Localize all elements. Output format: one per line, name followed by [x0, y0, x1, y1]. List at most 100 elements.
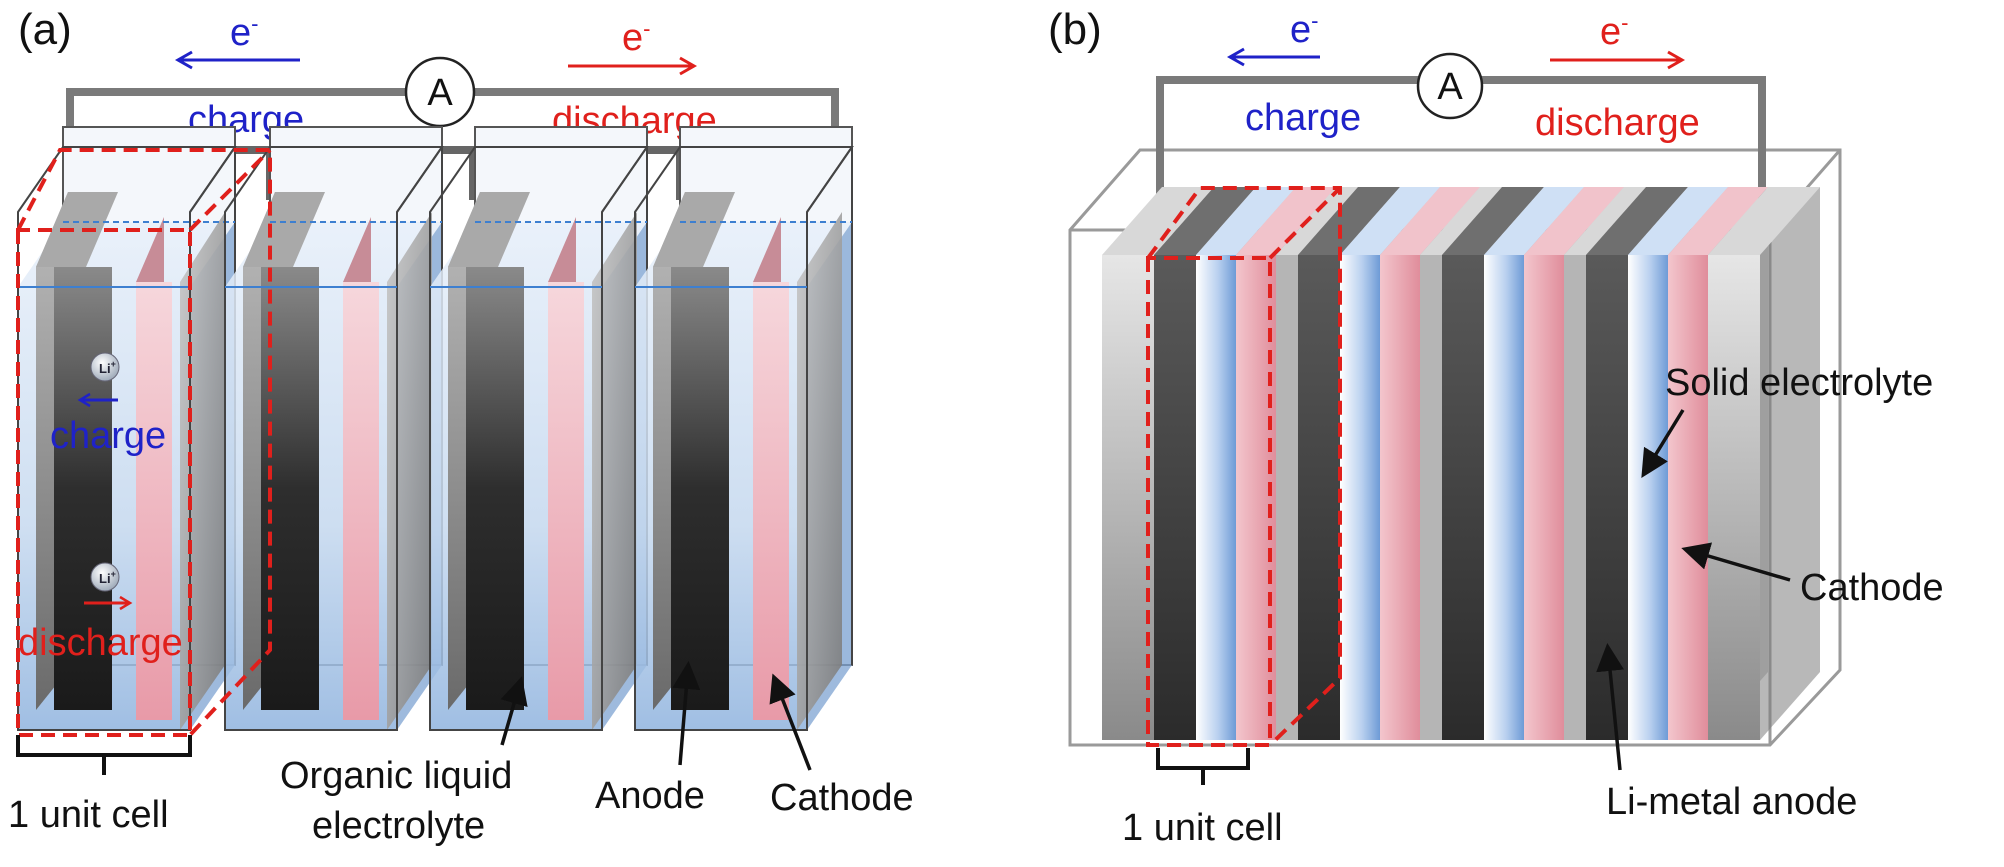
li-metal-anode-layer-front [1586, 255, 1628, 740]
anode-top [653, 192, 735, 267]
ammeter-label: A [427, 72, 453, 114]
solid-electrolyte-layer-top [1484, 187, 1584, 255]
ion-discharge-label: discharge [18, 622, 183, 664]
current-collector-layer-top [1564, 187, 1646, 255]
current-collector-layer-top [1420, 187, 1502, 255]
end-plate-front [1102, 255, 1154, 740]
li-metal-anode-label: Li-metal anode [1606, 781, 1857, 823]
solid-electrolyte-layer-front [1484, 255, 1524, 740]
anode-plate [54, 267, 112, 710]
charge-label: charge [1245, 97, 1361, 139]
arrowhead-icon [1226, 47, 1245, 67]
cathode-plate [753, 282, 789, 720]
anode-label: Anode [595, 775, 705, 817]
li-metal-anode-layer-front [1154, 255, 1196, 740]
anode-top [448, 192, 530, 267]
electrochemical-cell [634, 126, 854, 731]
solid-electrolyte-pointer [1641, 409, 1685, 478]
current-collector [797, 212, 842, 730]
current-collector-layer-front [1564, 255, 1586, 740]
current-collector [387, 212, 432, 730]
current-collector [180, 212, 225, 730]
electrolyte-label-line2: electrolyte [312, 805, 485, 847]
solid-electrolyte-layer-top [1628, 187, 1728, 255]
li-ion-label: Li+ [99, 569, 116, 586]
cell-glass-edge [396, 146, 443, 213]
electron-discharge-label: e- [622, 16, 650, 59]
unit-cell-label: 1 unit cell [1122, 807, 1283, 849]
external-wire [1156, 76, 1766, 205]
cathode-label-b: Cathode [1800, 567, 1944, 609]
electrochemical-cell [224, 126, 444, 731]
current-collector [592, 212, 637, 730]
panel-b-label: (b) [1048, 5, 1102, 54]
end-plate-top [1708, 187, 1820, 255]
end-plate-front [1708, 255, 1760, 740]
cathode-plate [548, 282, 584, 720]
cathode-layer-top [1668, 187, 1768, 255]
cell-glass-edge [189, 146, 236, 213]
panel-b: (b) A e- e- charge discharge 1 unit cell… [1048, 5, 1944, 849]
end-plate-side [1760, 187, 1820, 740]
li-metal-anode-layer-top [1154, 187, 1256, 255]
cathode-layer-front [1380, 255, 1420, 740]
current-collector-layer-front [1276, 255, 1298, 740]
unit-cell-bracket [16, 735, 192, 775]
solid-electrolyte-layer-front [1196, 255, 1236, 740]
cell-glass-edge [601, 146, 648, 213]
electrolyte-label-line1: Organic liquid [280, 755, 512, 797]
cathode-plate [343, 282, 379, 720]
ammeter-icon [1416, 52, 1484, 120]
anode-top [243, 192, 325, 267]
unit-cell-outline [16, 148, 272, 737]
cathode-layer-front [1524, 255, 1564, 740]
current-collector-layer-top [1276, 187, 1358, 255]
arrowhead-icon [679, 56, 698, 76]
arrowhead-icon [77, 392, 91, 408]
anode-pointer [672, 661, 701, 766]
discharge-label: discharge [1535, 102, 1700, 144]
solid-electrolyte-label: Solid electrolyte [1665, 362, 1933, 404]
cathode-label: Cathode [770, 777, 914, 819]
li-ion-icon [90, 352, 120, 382]
unit-cell-label: 1 unit cell [8, 794, 169, 836]
li-ion-label: Li+ [99, 359, 116, 376]
ion-charge-label: charge [50, 415, 166, 457]
electrochemical-cell [17, 126, 237, 731]
cathode-pointer [769, 673, 812, 771]
layer-stack [1102, 187, 1820, 740]
cell-glass-edge [806, 146, 853, 213]
solid-electrolyte-layer-top [1196, 187, 1296, 255]
anode-plate [466, 267, 524, 710]
electron-discharge-label: e- [1600, 10, 1628, 53]
solid-electrolyte-layer-top [1340, 187, 1440, 255]
current-collector-layer-front [1420, 255, 1442, 740]
li-metal-anode-layer-top [1586, 187, 1688, 255]
li-metal-anode-layer-top [1442, 187, 1544, 255]
li-metal-anode-layer-front [1298, 255, 1340, 740]
cathode-plate [136, 282, 172, 720]
panel-a-label: (a) [18, 5, 72, 54]
electrolyte-pointer [500, 676, 528, 746]
arrowhead-icon [174, 50, 193, 70]
solid-electrolyte-layer-front [1628, 255, 1668, 740]
li-metal-anode-pointer [1596, 643, 1625, 771]
electron-charge-label: e- [230, 11, 258, 54]
panel-a: (a) A e- e- charge discharge Li+ charge … [8, 5, 914, 847]
cell-casing [1068, 148, 1842, 747]
cathode-pointer-b [1681, 542, 1791, 582]
cell-stack [17, 126, 854, 731]
electrochemical-cell [429, 126, 649, 731]
cathode-layer-front [1668, 255, 1708, 740]
arrowhead-icon [119, 595, 133, 611]
electron-charge-label: e- [1290, 8, 1318, 51]
cathode-layer-top [1236, 187, 1336, 255]
anode-top [36, 192, 118, 267]
anode-plate [671, 267, 729, 710]
li-metal-anode-layer-front [1442, 255, 1484, 740]
unit-cell-bracket [1156, 748, 1250, 785]
arrowhead-icon [1667, 50, 1686, 70]
ammeter-label: A [1437, 66, 1463, 108]
li-ion-icon [90, 562, 120, 592]
